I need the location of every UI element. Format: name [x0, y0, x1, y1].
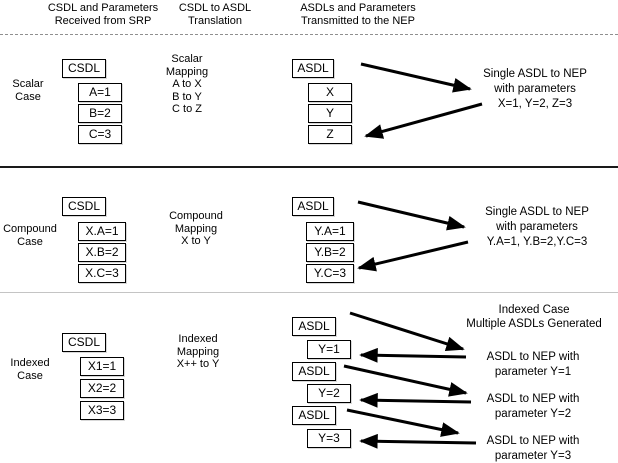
indexed-mapping-text: Indexed Mapping X++ to Y [160, 333, 236, 371]
scalar-mapping-line: C to Z [172, 103, 202, 115]
indexed-asdl-param-box: Y=1 [307, 340, 351, 359]
column-header-csdl-received: CSDL and Parameters Received from SRP [28, 2, 178, 28]
scalar-note: Single ASDL to NEP with parameters X=1, … [462, 67, 608, 112]
compound-note-line: with parameters [496, 221, 578, 233]
scalar-mapping-text: Scalar Mapping A to X B to Y C to Z [152, 53, 222, 116]
compound-asdl-param-box: Y.A=1 [306, 222, 354, 241]
indexed-csdl-box: CSDL [62, 333, 106, 352]
indexed-heading-line: Multiple ASDLs Generated [466, 318, 602, 330]
scalar-csdl-param-box: A=1 [78, 83, 122, 102]
compound-csdl-param-box: X.C=3 [78, 264, 126, 283]
compound-csdl-param-box: X.B=2 [78, 243, 126, 262]
scalar-case-label-line: Case [15, 91, 41, 103]
indexed-return-arrow-2 [359, 392, 472, 408]
scalar-case-label: Scalar Case [4, 78, 52, 104]
indexed-asdl-param-box: Y=2 [307, 384, 351, 403]
indexed-note-line: ASDL to NEP with [486, 351, 580, 363]
scalar-asdl-box: ASDL [292, 59, 334, 78]
indexed-note-line: ASDL to NEP with [486, 393, 580, 405]
indexed-mapping-line: Indexed [178, 333, 218, 345]
indexed-mapping-line: Mapping [176, 345, 220, 358]
scalar-mapping-line: Scalar [171, 53, 203, 65]
indexed-heading: Indexed Case Multiple ASDLs Generated [448, 303, 618, 331]
section-divider-middle [0, 166, 618, 168]
column-header-line: CSDL to ASDL [178, 2, 252, 14]
indexed-csdl-param-box: X2=2 [80, 379, 124, 398]
scalar-note-line: Single ASDL to NEP [483, 68, 587, 80]
compound-note: Single ASDL to NEP with parameters Y.A=1… [458, 205, 616, 250]
scalar-mapping-line: Mapping [165, 65, 209, 78]
scalar-out-arrow [360, 62, 472, 93]
compound-mapping-line: Mapping [174, 222, 218, 235]
indexed-heading-line: Indexed Case [498, 304, 570, 316]
column-header-line: ASDLs and Parameters [300, 2, 416, 14]
indexed-asdl-box: ASDL [292, 362, 336, 381]
indexed-note-line: parameter Y=1 [494, 366, 572, 378]
compound-asdl-param-box: Y.B=2 [306, 243, 354, 262]
scalar-note-line: with parameters [494, 83, 576, 95]
compound-csdl-box: CSDL [62, 197, 106, 216]
indexed-csdl-param-box: X3=3 [80, 401, 124, 420]
scalar-case-label-line: Scalar [12, 78, 44, 90]
compound-case-label-line: Compound [3, 223, 57, 235]
indexed-note-line: parameter Y=2 [494, 408, 572, 420]
indexed-asdl-box: ASDL [292, 406, 336, 425]
indexed-note-1: ASDL to NEP with parameter Y=1 [468, 350, 598, 380]
indexed-return-arrow-3 [359, 433, 477, 449]
compound-mapping-text: Compound Mapping X to Y [158, 210, 234, 248]
indexed-return-arrow-1 [359, 347, 467, 363]
compound-mapping-line: Compound [169, 210, 223, 222]
indexed-case-label-line: Case [17, 370, 43, 382]
compound-note-line: Single ASDL to NEP [485, 206, 589, 218]
column-header-translation: CSDL to ASDL Translation [160, 2, 270, 28]
indexed-note-line: parameter Y=3 [494, 450, 572, 462]
scalar-mapping-line: A to X [172, 78, 202, 90]
indexed-case-label-line: Indexed [10, 357, 50, 369]
indexed-asdl-box: ASDL [292, 317, 336, 336]
indexed-csdl-param-box: X1=1 [80, 357, 124, 376]
compound-asdl-param-box: Y.C=3 [306, 264, 354, 283]
section-divider-top [0, 34, 618, 35]
compound-asdl-box: ASDL [292, 197, 334, 216]
column-header-line: Transmitted to the NEP [301, 15, 415, 27]
indexed-out-arrow-2 [343, 364, 468, 397]
compound-mapping-line: X to Y [181, 235, 211, 247]
indexed-asdl-param-box: Y=3 [307, 429, 351, 448]
compound-note-line: Y.A=1, Y.B=2,Y.C=3 [486, 236, 588, 248]
indexed-note-2: ASDL to NEP with parameter Y=2 [468, 392, 598, 422]
column-header-line: Translation [187, 15, 242, 27]
indexed-note-line: ASDL to NEP with [486, 435, 580, 447]
scalar-asdl-param-box: Z [308, 125, 352, 144]
compound-out-arrow [357, 200, 466, 231]
indexed-note-3: ASDL to NEP with parameter Y=3 [468, 434, 598, 463]
scalar-csdl-box: CSDL [62, 59, 106, 78]
compound-return-arrow [357, 240, 469, 272]
scalar-asdl-param-box: X [308, 83, 352, 102]
scalar-csdl-param-box: C=3 [78, 125, 122, 144]
column-header-line: Received from SRP [54, 15, 152, 27]
scalar-mapping-line: B to Y [172, 90, 202, 103]
scalar-asdl-param-box: Y [308, 104, 352, 123]
compound-case-label: Compound Case [2, 223, 58, 249]
indexed-out-arrow-3 [346, 408, 460, 437]
scalar-csdl-param-box: B=2 [78, 104, 122, 123]
section-divider-bottom [0, 292, 618, 293]
indexed-case-label: Indexed Case [6, 357, 54, 383]
indexed-out-arrow-1 [349, 311, 465, 352]
scalar-note-line: X=1, Y=2, Z=3 [497, 98, 573, 110]
column-header-line: CSDL and Parameters [47, 2, 159, 14]
indexed-mapping-line: X++ to Y [176, 358, 220, 370]
column-header-asdl-transmitted: ASDLs and Parameters Transmitted to the … [288, 2, 428, 28]
compound-csdl-param-box: X.A=1 [78, 222, 126, 241]
compound-case-label-line: Case [17, 236, 43, 248]
